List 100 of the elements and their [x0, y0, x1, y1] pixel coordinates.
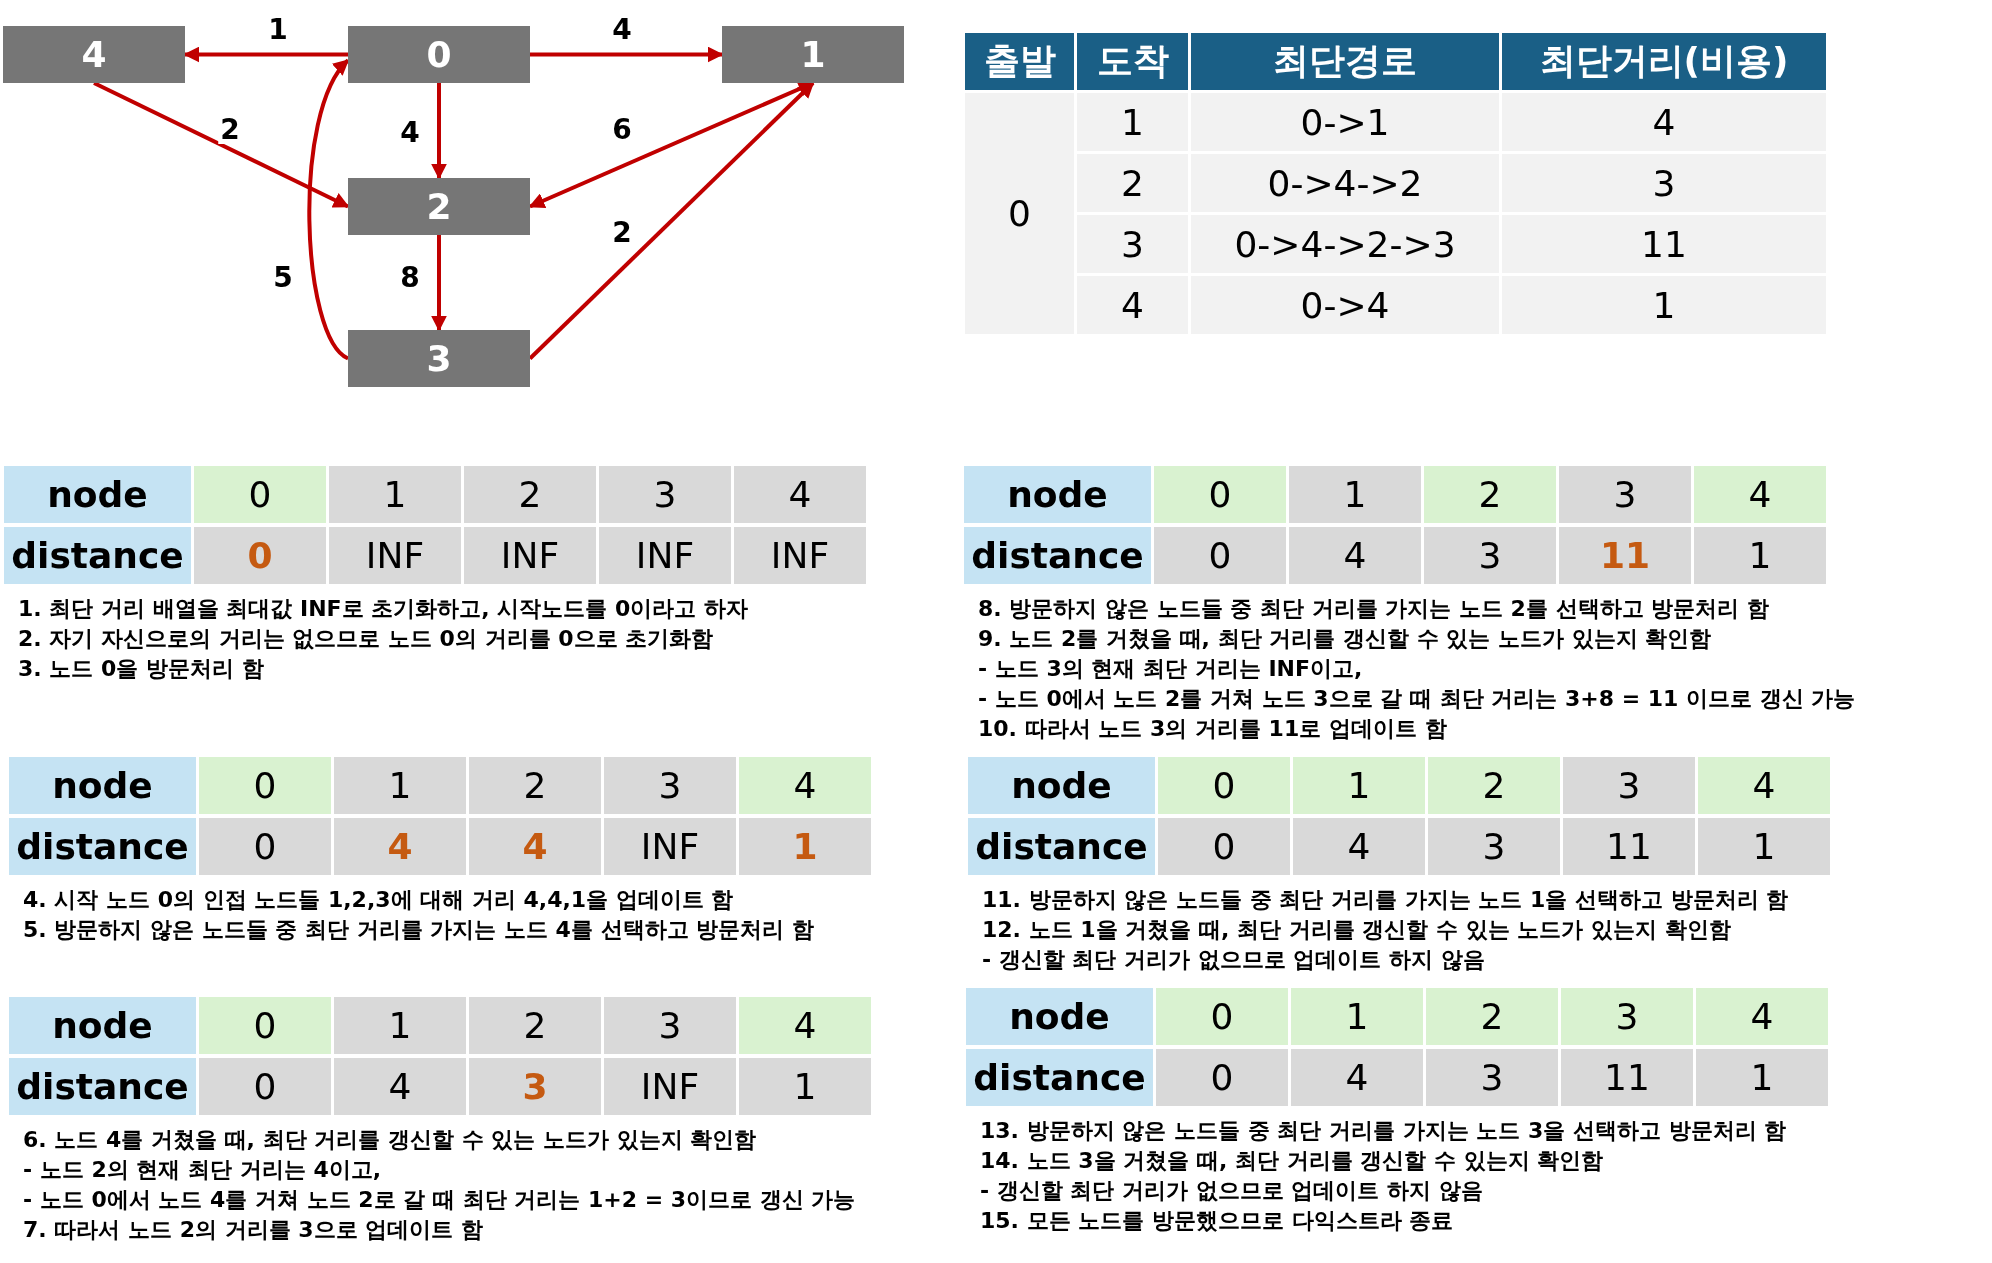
step-note: 10. 따라서 노드 3의 거리를 11로 업데이트 함 — [978, 716, 1447, 743]
table-cell: 3 — [1559, 466, 1691, 523]
step-note: 5. 방문하지 않은 노드들 중 최단 거리를 가지는 노드 4를 선택하고 방문처리 함 — [23, 917, 814, 944]
step-note: 13. 방문하지 않은 노드들 중 최단 거리를 가지는 노드 3을 선택하고 방문처리 함 — [980, 1118, 1787, 1145]
table-cell: 1 — [1696, 1049, 1828, 1106]
table-cell: 4 — [739, 997, 871, 1054]
step-note: 4. 시작 노드 0의 인접 노드들 1,2,3에 대해 거리 4,4,1을 업데이트 함 — [23, 887, 734, 914]
step-note: - 노드 0에서 노드 4를 거쳐 노드 2로 갈 때 최단 거리는 1+2 = 3이므로 갱신 가능 — [23, 1187, 856, 1214]
table-cell: 2 — [464, 466, 596, 523]
table-cell: 3 — [604, 997, 736, 1054]
table-cell: 3 — [1561, 988, 1693, 1045]
table-cell: 2 — [469, 997, 601, 1054]
table-cell: 3 — [1077, 215, 1188, 273]
table-cell: 4 — [1694, 466, 1826, 523]
table-cell: 4 — [334, 1058, 466, 1115]
step-note: 3. 노드 0을 방문처리 함 — [18, 656, 264, 683]
table-cell: 1 — [1077, 93, 1188, 151]
table-cell: 3 — [469, 1058, 601, 1115]
table-header-cell: 최단거리(비용) — [1502, 33, 1826, 90]
step-note: 12. 노드 1을 거쳤을 때, 최단 거리를 갱신할 수 있는 노드가 있는지 확인함 — [982, 917, 1731, 944]
step-note: - 노드 3의 현재 최단 거리는 INF이고, — [978, 656, 1363, 683]
table-cell: 0->1 — [1191, 93, 1499, 151]
step-note: 7. 따라서 노드 2의 거리를 3으로 업데이트 함 — [23, 1217, 483, 1244]
table-cell: 0 — [965, 93, 1074, 334]
table-cell: 0->4->2->3 — [1191, 215, 1499, 273]
node-box: 4 — [3, 26, 185, 83]
table-header-cell: distance — [966, 1049, 1153, 1106]
table-header-cell: distance — [968, 818, 1155, 875]
table-cell: 11 — [1561, 1049, 1693, 1106]
table-cell: 4 — [334, 818, 466, 875]
table-cell: 2 — [1424, 466, 1556, 523]
arrow — [307, 58, 350, 361]
table-cell: 0 — [194, 466, 326, 523]
table-cell: INF — [604, 818, 736, 875]
table-header-cell: 최단경로 — [1191, 33, 1499, 90]
table-cell: 1 — [1698, 818, 1830, 875]
table-cell: 0 — [1158, 757, 1290, 814]
table-cell: 4 — [739, 757, 871, 814]
table-cell: 2 — [1077, 154, 1188, 212]
table-cell: 2 — [1428, 757, 1560, 814]
step-note: 11. 방문하지 않은 노드들 중 최단 거리를 가지는 노드 1을 선택하고 방문처리 함 — [982, 887, 1789, 914]
table-cell: 1 — [334, 757, 466, 814]
table-cell: 1 — [1291, 988, 1423, 1045]
table-header-cell: distance — [9, 818, 196, 875]
step-note: 1. 최단 거리 배열을 최대값 INF로 초기화하고, 시작노드를 0이라고 하자 — [18, 596, 748, 623]
step-note: 9. 노드 2를 거쳤을 때, 최단 거리를 갱신할 수 있는 노드가 있는지 확인함 — [978, 626, 1712, 653]
table-cell: 1 — [1293, 757, 1425, 814]
table-cell: 4 — [734, 466, 866, 523]
step-note: 2. 자기 자신으로의 거리는 없으므로 노드 0의 거리를 0으로 초기화함 — [18, 626, 714, 653]
table-cell: 4 — [469, 818, 601, 875]
arrow — [530, 46, 724, 63]
node-box: 2 — [348, 178, 530, 235]
table-header-cell: 도착 — [1077, 33, 1188, 90]
table-cell: 1 — [329, 466, 461, 523]
table-cell: 4 — [1293, 818, 1425, 875]
table-cell: 0 — [1154, 466, 1286, 523]
table-header-cell: distance — [964, 527, 1151, 584]
table-header-cell: node — [968, 757, 1155, 814]
table-cell: 0 — [1156, 988, 1288, 1045]
step-note: 14. 노드 3을 거쳤을 때, 최단 거리를 갱신할 수 있는지 확인함 — [980, 1148, 1604, 1175]
table-header-cell: node — [4, 466, 191, 523]
arrow — [431, 83, 447, 180]
table-cell: 11 — [1563, 818, 1695, 875]
table-cell: 11 — [1559, 527, 1691, 584]
table-cell: 0 — [1158, 818, 1290, 875]
step-note: - 갱신할 최단 거리가 없으므로 업데이트 하지 않음 — [982, 947, 1485, 974]
table-cell: 0 — [199, 1058, 331, 1115]
table-cell: 0 — [1156, 1049, 1288, 1106]
table-cell: 3 — [1563, 757, 1695, 814]
table-header-cell: distance — [4, 527, 191, 584]
table-cell: INF — [329, 527, 461, 584]
table-cell: 0 — [194, 527, 326, 584]
table-cell: 4 — [1289, 527, 1421, 584]
table-header-cell: node — [9, 757, 196, 814]
table-cell: 2 — [469, 757, 601, 814]
node-box: 3 — [348, 330, 530, 387]
table-cell: 3 — [599, 466, 731, 523]
table-cell: INF — [599, 527, 731, 584]
table-cell: 4 — [1698, 757, 1830, 814]
table-cell: INF — [464, 527, 596, 584]
table-cell: 4 — [1502, 93, 1826, 151]
table-cell: 1 — [739, 1058, 871, 1115]
table-cell: 0 — [1154, 527, 1286, 584]
table-cell: 3 — [1428, 818, 1560, 875]
step-note: - 노드 2의 현재 최단 거리는 4이고, — [23, 1157, 382, 1184]
step-note: 8. 방문하지 않은 노드들 중 최단 거리를 가지는 노드 2를 선택하고 방문처리 함 — [978, 596, 1769, 623]
table-cell: 1 — [1502, 276, 1826, 334]
table-cell: 11 — [1502, 215, 1826, 273]
table-header-cell: node — [964, 466, 1151, 523]
table-cell: 3 — [604, 757, 736, 814]
table-cell: 3 — [1502, 154, 1826, 212]
table-cell: 3 — [1426, 1049, 1558, 1106]
table-cell: 1 — [1694, 527, 1826, 584]
step-note: 6. 노드 4를 거쳤을 때, 최단 거리를 갱신할 수 있는 노드가 있는지 확인함 — [23, 1127, 757, 1154]
step-note: 15. 모든 노드를 방문했으므로 다익스트라 종료 — [980, 1208, 1454, 1235]
step-note: - 갱신할 최단 거리가 없으므로 업데이트 하지 않음 — [980, 1178, 1483, 1205]
node-box: 0 — [348, 26, 530, 83]
table-cell: 1 — [739, 818, 871, 875]
table-cell: 3 — [1424, 527, 1556, 584]
table-header-cell: node — [966, 988, 1153, 1045]
